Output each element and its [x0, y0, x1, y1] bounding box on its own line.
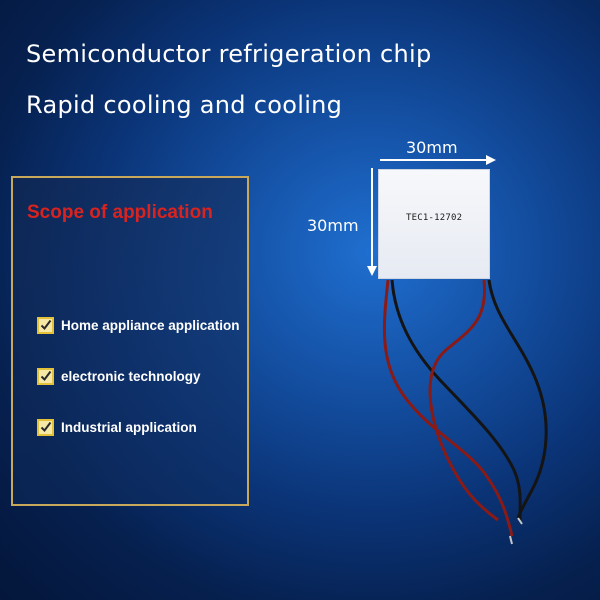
tec-chip: TEC1-12702 [378, 169, 490, 279]
checkmark-icon [37, 419, 54, 436]
black-wire-loop [487, 279, 548, 519]
scope-title: Scope of application [27, 202, 213, 223]
width-dimension-label: 30mm [406, 138, 458, 157]
checkmark-icon [37, 368, 54, 385]
list-item-label: Industrial application [61, 420, 197, 435]
checkmark-icon [37, 317, 54, 334]
red-wire [382, 279, 514, 537]
arrow-icon [486, 155, 496, 165]
wire-strands [509, 517, 523, 545]
list-item-label: electronic technology [61, 369, 201, 384]
list-item-electronic-technology: electronic technology [37, 368, 201, 385]
list-item-industrial: Industrial application [37, 419, 197, 436]
chip-model-label: TEC1-12702 [406, 213, 463, 223]
red-wire-loop [428, 279, 499, 522]
headline-subtitle: Rapid cooling and cooling [26, 91, 343, 119]
list-item-label: Home appliance application [61, 318, 240, 333]
scope-of-application-panel: Scope of application Home appliance appl… [11, 176, 249, 506]
list-item-home-appliance: Home appliance application [37, 317, 240, 334]
arrow-icon [367, 266, 377, 276]
height-dimension-label: 30mm [307, 216, 359, 235]
headline-title: Semiconductor refrigeration chip [26, 40, 432, 68]
black-wire [390, 279, 522, 521]
